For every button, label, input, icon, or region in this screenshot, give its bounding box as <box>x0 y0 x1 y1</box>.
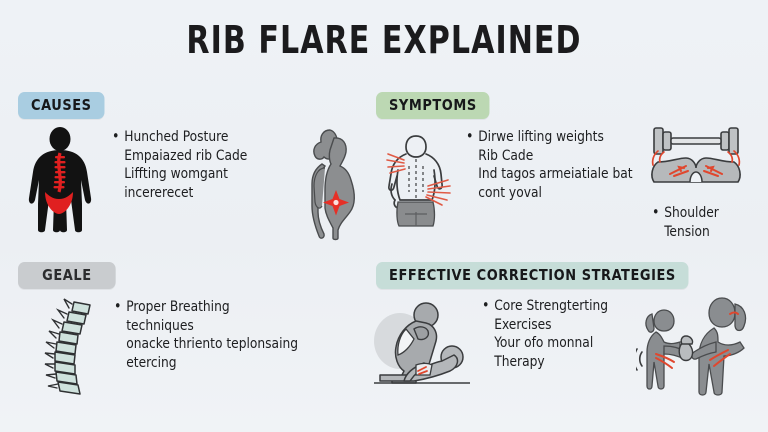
list-item: Rib Cade <box>478 147 534 164</box>
list-item: Ind tagos armeiatiale bat <box>478 166 633 182</box>
page-title: RIB FLARE EXPLAINED <box>186 18 582 62</box>
list-item: etercing <box>126 354 177 371</box>
adult-child-rib-exercise-icon <box>633 290 756 403</box>
curved-spine-icon <box>28 296 102 405</box>
list-item: Your ofo monnal <box>494 335 594 351</box>
section-strategies: EFFECTIVE CORRECTION STRATEGIES <box>374 262 756 424</box>
list-item: Empaiazed rib Cade <box>124 147 248 164</box>
list-item: Exercises <box>494 316 552 333</box>
geale-bullet-list: Proper Breathing techniques onacke thrie… <box>114 297 299 372</box>
list-item: incererecet <box>124 184 194 201</box>
shoulder-tension-group: Shoulder Tension <box>640 118 752 241</box>
side-bullet-line-1: Shoulder <box>664 205 719 221</box>
pregnant-woman-silhouette-icon <box>300 120 374 247</box>
badge-symptoms: SYMPTOMS <box>376 92 490 119</box>
list-item: techniques <box>126 317 194 334</box>
side-bullet-line-2: Tension <box>664 223 710 240</box>
dumbbell-shoulder-pain-icon <box>640 118 752 203</box>
physical-therapy-session-icon <box>370 295 474 400</box>
list-item: Hunched Posture <box>112 127 247 147</box>
badge-causes: CAUSES <box>18 92 105 119</box>
badge-strategies: EFFECTIVE CORRECTION STRATEGIES <box>376 262 689 289</box>
list-item: cont yoval <box>478 184 542 201</box>
list-item: Proper Breathing <box>114 297 298 317</box>
list-item: Core Strengterting <box>482 296 608 316</box>
strategies-bullet-list: Core Strengterting Exercises Your ofo mo… <box>482 296 608 371</box>
list-item: Dirwe lifting weights <box>466 127 633 147</box>
back-pain-person-icon <box>376 126 456 237</box>
list-item: Therapy <box>494 353 545 370</box>
list-item: onacke thriento teplonsaing <box>126 336 299 352</box>
causes-bullet-list: Hunched Posture Empaiazed rib Cade Lifft… <box>112 127 248 202</box>
shoulder-tension-label: Shoulder Tension <box>652 203 746 241</box>
section-symptoms: SYMPTOMS <box>376 92 756 252</box>
list-item: Liffting womgant <box>124 166 228 182</box>
spine-pain-silhouette-icon <box>18 126 102 239</box>
symptoms-bullet-list: Dirwe lifting weights Rib Cade Ind tagos… <box>466 127 633 202</box>
section-causes: CAUSES <box>18 92 374 252</box>
section-geale: GEALE <box>18 262 374 424</box>
badge-geale: GEALE <box>18 262 116 289</box>
